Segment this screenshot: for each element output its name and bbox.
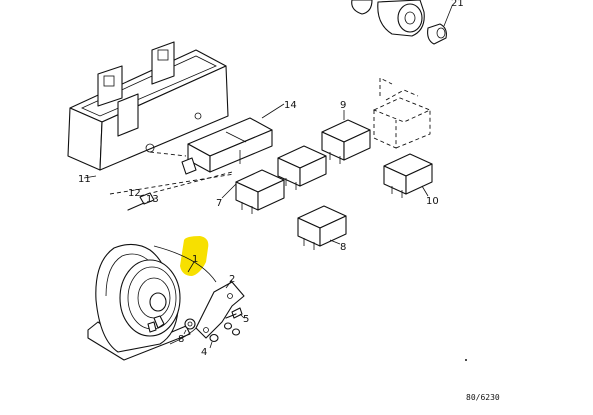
nut-8 xyxy=(183,318,196,335)
relay-7a xyxy=(235,169,285,214)
washer-4 xyxy=(209,322,241,349)
callout-13: 13 xyxy=(146,194,159,205)
relay-9 xyxy=(321,119,371,164)
callout-1: 1 xyxy=(192,254,198,265)
callout-5: 5 xyxy=(243,314,249,325)
callout-9: 9 xyxy=(340,100,346,111)
knob-assembly xyxy=(351,0,447,45)
callout-21: 21 xyxy=(451,0,464,9)
screw-12 xyxy=(127,192,155,211)
callout-2: 2 xyxy=(229,274,235,285)
relay-7b xyxy=(277,145,327,190)
bolt-5 xyxy=(225,307,243,319)
callout-8-nut: 8 xyxy=(178,334,184,345)
relay-10 xyxy=(383,153,433,198)
callout-11: 11 xyxy=(78,174,91,185)
callout-8-relay: 8 xyxy=(340,242,346,253)
callout-10: 10 xyxy=(426,196,439,207)
horn-assembly xyxy=(87,243,217,361)
callout-14: 14 xyxy=(284,100,297,111)
mounting-bracket xyxy=(195,281,245,339)
fuse-box-tray xyxy=(67,41,229,171)
callout-7: 7 xyxy=(216,198,222,209)
reference-code: 80/6230 xyxy=(466,393,500,402)
highlight-marker xyxy=(180,236,209,276)
fuse-block xyxy=(181,117,273,175)
relay-dashed xyxy=(372,77,432,149)
callout-12: 12 xyxy=(128,188,141,199)
callout-4: 4 xyxy=(201,347,207,358)
relay-8 xyxy=(297,205,347,250)
